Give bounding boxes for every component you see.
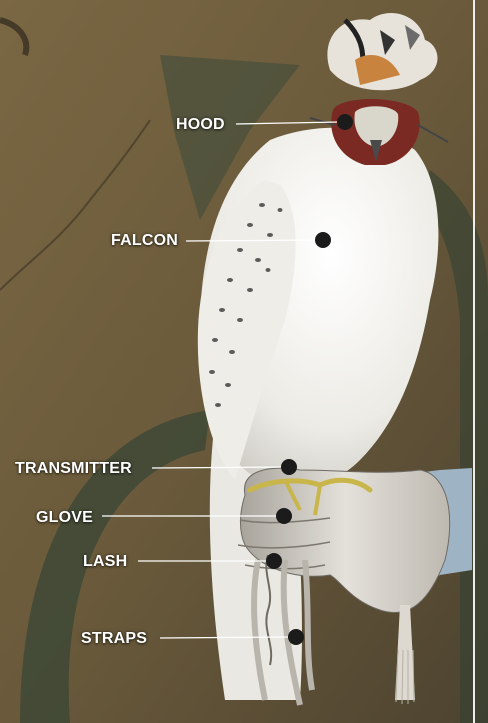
hood-label: HOOD — [176, 116, 225, 134]
transmitter-label: TRANSMITTER — [15, 460, 132, 478]
straps-dot — [288, 629, 304, 645]
lash-dot — [266, 553, 282, 569]
lash-label: LASH — [83, 553, 127, 571]
falcon-label: FALCON — [111, 232, 178, 250]
transmitter-dot — [281, 459, 297, 475]
glove-dot — [276, 508, 292, 524]
straps-label: STRAPS — [81, 630, 147, 648]
falcon-dot — [315, 232, 331, 248]
hood-dot — [337, 114, 353, 130]
glove-label: GLOVE — [36, 509, 93, 527]
